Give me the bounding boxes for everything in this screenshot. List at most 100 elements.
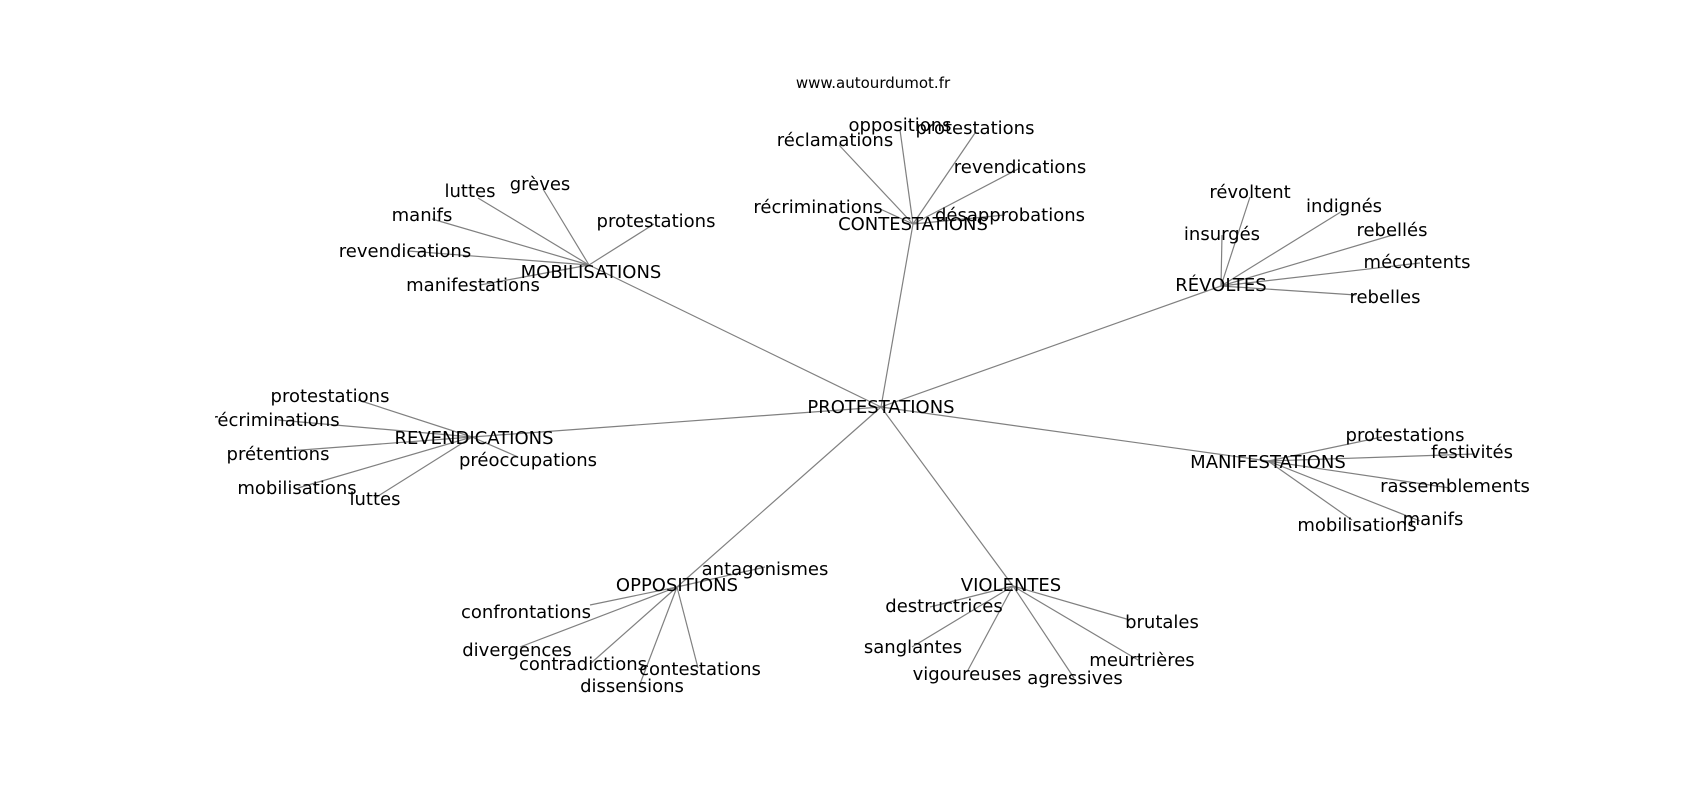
leaf-node-label: rassemblements [1380, 476, 1530, 497]
edge-root-contestations [880, 223, 914, 408]
leaf-node-label: mobilisations [1297, 515, 1416, 536]
labels: PROTESTATIONSCONTESTATIONSoppositionspro… [210, 115, 1530, 697]
edge-leaf [966, 585, 1014, 673]
leaf-node-label: mobilisations [237, 478, 356, 499]
root-node-label: PROTESTATIONS [807, 397, 954, 418]
edge-root-manifestations [880, 406, 1269, 462]
edge-leaf [639, 586, 678, 685]
edge-leaf [357, 399, 473, 438]
cluster-node-label: VIOLENTES [961, 575, 1061, 596]
leaf-node-label: protestations [597, 211, 716, 232]
leaf-node-label: divergences [462, 640, 572, 661]
edge-leaf [911, 585, 1014, 648]
leaf-node-label: manifs [1403, 509, 1464, 530]
edge-leaf [477, 197, 590, 266]
edge-leaf [519, 586, 678, 648]
edge-leaf [1220, 209, 1345, 287]
edge-leaf [912, 132, 976, 225]
leaf-node-label: manifs [392, 205, 453, 226]
leaf-node-label: dissensions [580, 676, 684, 697]
leaf-node-label: désapprobations [935, 205, 1085, 226]
edge-leaf [676, 586, 699, 669]
edge-leaf [1267, 460, 1353, 521]
edge-leaf [1267, 453, 1476, 462]
leaf-node-label: récriminations [753, 197, 882, 218]
cluster-node-label: RÉVOLTES [1175, 274, 1266, 296]
edge-leaf [1220, 233, 1397, 287]
edge-leaf [929, 585, 1014, 608]
edge-leaf [374, 436, 473, 499]
edge-leaf [297, 436, 473, 489]
edge-leaf [407, 250, 590, 266]
leaf-node-label: revendications [954, 157, 1086, 178]
cluster-node-label: OPPOSITIONS [616, 575, 738, 596]
leaf-node-label: protestations [271, 386, 390, 407]
edge-leaf [277, 419, 473, 438]
edge-leaf [1267, 460, 1421, 522]
edge-leaf [676, 566, 766, 588]
leaf-node-label: préoccupations [459, 450, 597, 471]
leaf-node-label: brutales [1125, 612, 1199, 633]
edge-leaf [431, 218, 590, 266]
leaf-node-label: indignés [1306, 196, 1382, 217]
cluster-node-label: MOBILISATIONS [521, 262, 662, 283]
edge-leaf [877, 207, 914, 225]
edge-root-revendications [471, 406, 882, 438]
edge-leaf [912, 167, 1021, 225]
leaf-node-label: rebellés [1356, 220, 1427, 241]
leaf-node-label: récriminations [210, 410, 339, 431]
cluster-node-label: CONTESTATIONS [838, 214, 988, 235]
edge-leaf [912, 214, 1006, 225]
leaf-node-label: contestations [639, 659, 761, 680]
cluster-node-label: MANIFESTATIONS [1190, 452, 1346, 473]
leaf-node-label: luttes [350, 489, 401, 510]
edge-root-oppositions [676, 406, 882, 588]
leaf-node-label: sanglantes [864, 637, 962, 658]
leaf-node-label: revendications [339, 241, 471, 262]
leaf-node-label: manifestations [406, 275, 540, 296]
leaf-node-label: oppositions [848, 115, 951, 136]
edge-leaf [589, 586, 678, 665]
edge-leaf [1012, 585, 1075, 679]
edge-leaf [899, 129, 914, 225]
edge-leaf [471, 436, 519, 458]
leaf-node-label: protestations [916, 118, 1035, 139]
cluster-node-label: REVENDICATIONS [394, 428, 553, 449]
source-url: www.autourdumot.fr [796, 74, 951, 92]
edge-leaf [1220, 196, 1251, 287]
edge-leaf [1220, 262, 1421, 287]
leaf-node-label: festivités [1431, 442, 1513, 463]
leaf-node-label: luttes [445, 181, 496, 202]
edge-leaf [588, 223, 655, 266]
edge-leaf [542, 188, 590, 266]
leaf-node-label: antagonismes [702, 559, 829, 580]
edge-leaf [1267, 460, 1451, 489]
leaf-node-label: mécontents [1364, 252, 1471, 273]
edge-leaf [1012, 585, 1139, 661]
edges [274, 129, 1476, 685]
leaf-node-label: grèves [510, 174, 571, 195]
edge-leaf [1220, 234, 1223, 287]
edge-root-violentes [880, 406, 1014, 587]
leaf-node-label: révoltent [1209, 182, 1290, 203]
edge-leaf [1012, 585, 1131, 621]
leaf-node-label: destructrices [885, 596, 1002, 617]
edge-leaf [589, 586, 678, 606]
edge-leaf [479, 264, 590, 286]
leaf-node-label: meurtrières [1089, 650, 1194, 671]
leaf-node-label: rebelles [1349, 287, 1420, 308]
leaf-node-label: confrontations [461, 602, 591, 623]
leaf-node-label: contradictions [519, 654, 647, 675]
edge-root-révoltes [880, 285, 1222, 408]
edge-leaf [1267, 436, 1383, 462]
edge-root-mobilisations [588, 264, 882, 408]
leaf-node-label: protestations [1346, 425, 1465, 446]
edge-leaf [838, 144, 914, 225]
leaf-node-label: vigoureuses [913, 664, 1022, 685]
leaf-node-label: insurgés [1184, 224, 1260, 245]
leaf-node-label: prétentions [227, 444, 330, 465]
edge-leaf [1220, 285, 1357, 296]
leaf-node-label: réclamations [777, 130, 893, 151]
leaf-node-label: agressives [1027, 668, 1122, 689]
